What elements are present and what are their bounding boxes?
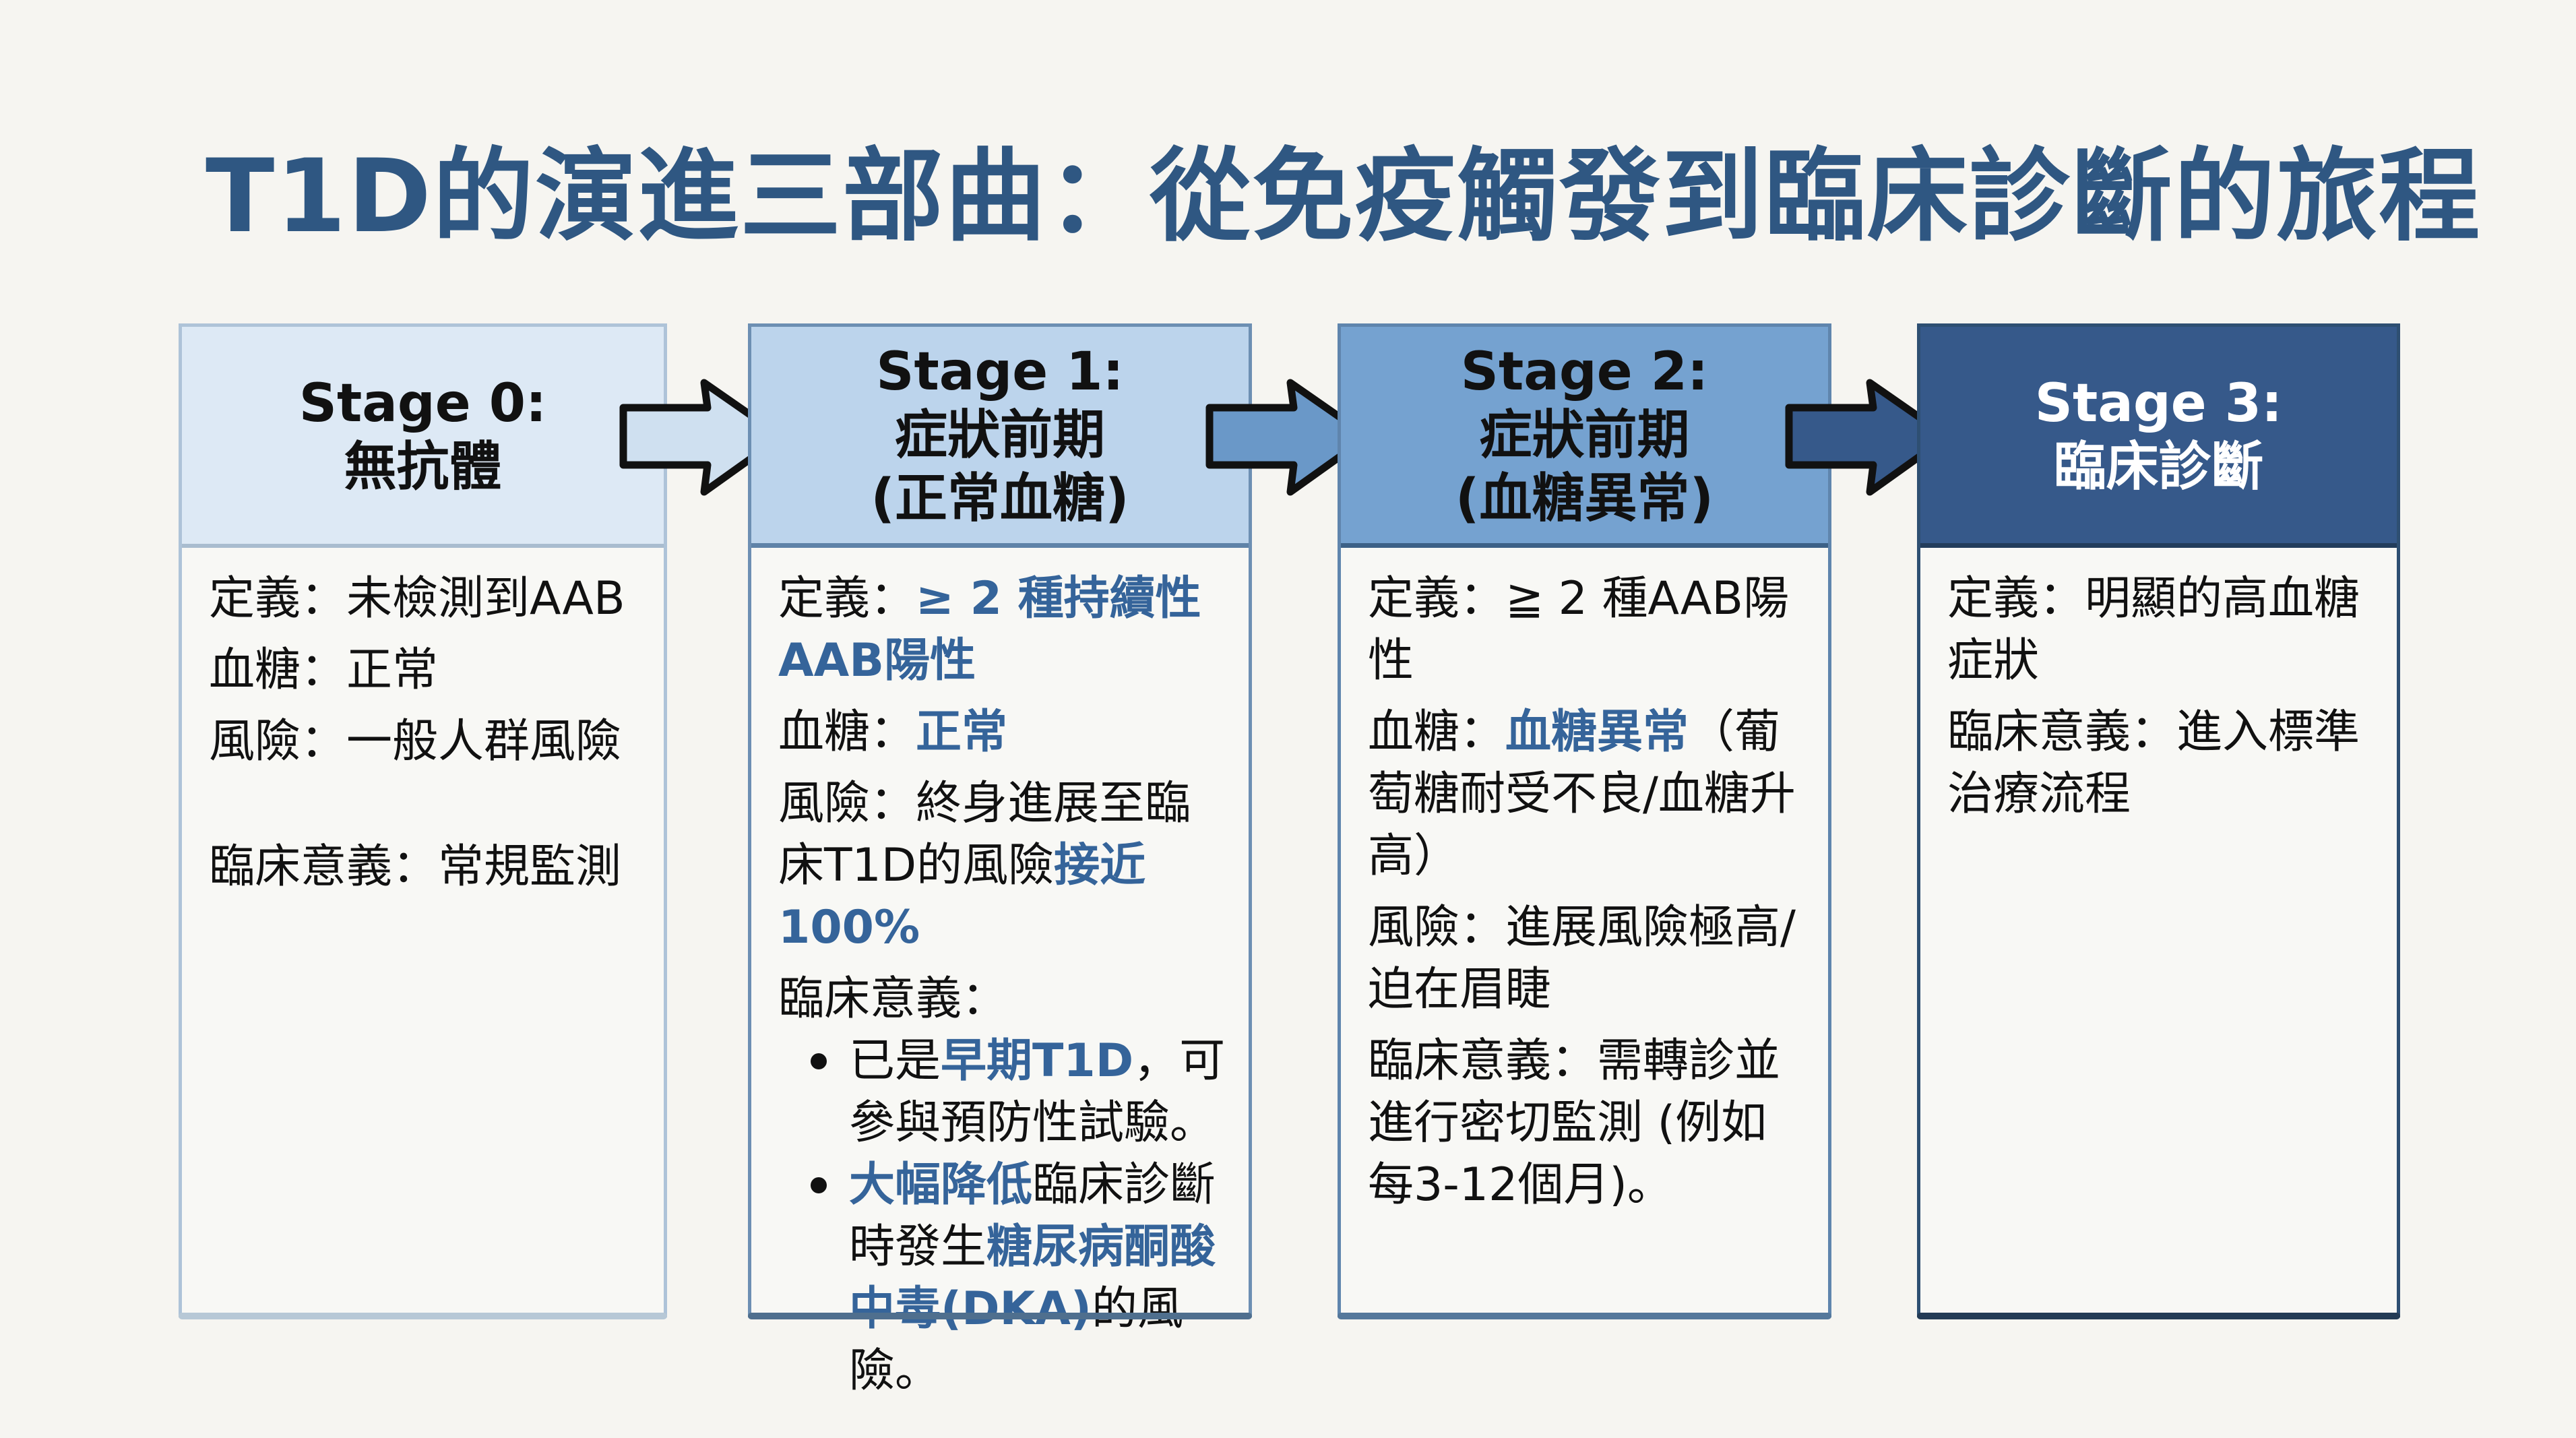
stage-1-bullet-1: 已是早期T1D，可參與預防性試驗。 — [778, 1030, 1228, 1154]
page-title: T1D的演進三部曲：從免疫觸發到臨床診斷的旅程 — [206, 138, 2482, 255]
bullet-highlight: 早期T1D — [941, 1034, 1134, 1088]
bullet-icon — [811, 1053, 827, 1069]
glucose-key: 血糖： — [778, 706, 916, 759]
bullet-text: 已是 — [849, 1034, 941, 1088]
stage-0-risk: 風險：一般人群風險 — [209, 711, 643, 773]
stage-0-card: Stage 0: 無抗體 定義：未檢測到AAB 血糖：正常 風險：一般人群風險 … — [179, 323, 667, 1319]
stage-2-clinical: 臨床意義：需轉診並進行密切監測 (例如每3-12個月)。 — [1368, 1030, 1808, 1216]
glucose-key: 血糖： — [1368, 706, 1506, 759]
stage-2-subtitle: 症狀前期 — [1479, 404, 1690, 466]
stage-2-body: 定義：≧ 2 種AAB陽性 血糖：血糖異常（葡萄糖耐受不良/血糖升高） 風險：進… — [1341, 548, 1828, 1314]
definition-key: 定義： — [1368, 572, 1506, 625]
stage-1-glucose: 血糖：正常 — [778, 701, 1228, 763]
stage-3-clinical: 臨床意義：進入標準治療流程 — [1947, 701, 2377, 825]
stage-2-risk: 風險：進展風險極高/迫在眉睫 — [1368, 897, 1808, 1021]
stage-0-subtitle: 無抗體 — [344, 437, 502, 497]
risk-key: 風險： — [1368, 901, 1506, 954]
stage-3-subtitle: 臨床診斷 — [2053, 436, 2264, 497]
stage-1-subtitle-paren: (正常血糖) — [871, 468, 1129, 529]
clinical-key: 臨床意義： — [209, 840, 439, 894]
stage-2-subtitle-paren: (血糖異常) — [1455, 468, 1714, 529]
risk-value-highlight: 接近100% — [778, 839, 1146, 954]
definition-value-highlight: ≥ 2 種持續性AAB陽性 — [778, 572, 1201, 687]
right-arrow-icon — [619, 377, 788, 499]
risk-value: 進展風險極高/迫在眉睫 — [1368, 901, 1796, 1016]
clinical-value: 需轉診並進行密切監測 (例如每3-12個月)。 — [1368, 1034, 1781, 1212]
stage-1-header: Stage 1: 症狀前期 (正常血糖) — [751, 327, 1249, 548]
definition-key: 定義： — [1947, 572, 2085, 625]
definition-value: ≧ 2 種AAB陽性 — [1368, 572, 1790, 687]
stage-3-header: Stage 3: 臨床診斷 — [1920, 327, 2397, 548]
stage-0-body: 定義：未檢測到AAB 血糖：正常 風險：一般人群風險 臨床意義：常規監測 — [182, 548, 664, 1314]
risk-key: 風險： — [778, 777, 916, 830]
stage-3-bottom-edge — [1917, 1313, 2400, 1319]
glucose-value: （葡萄糖耐受不良/血糖升高） — [1368, 706, 1796, 883]
stage-3-card: Stage 3: 臨床診斷 定義：明顯的高血糖症狀 臨床意義：進入標準治療流程 — [1917, 323, 2400, 1319]
definition-key: 定義： — [209, 572, 347, 625]
bullet-text: 的風險。 — [849, 1282, 1183, 1398]
stage-1-bullet-2: 大幅降低臨床診斷時發生糖尿病酮酸中毒(DKA)的風險。 — [778, 1154, 1228, 1402]
stage-2-bottom-edge — [1338, 1313, 1831, 1319]
stage-1-card: Stage 1: 症狀前期 (正常血糖) 定義：≥ 2 種持續性AAB陽性 血糖… — [748, 323, 1252, 1398]
right-arrow-icon — [1205, 377, 1375, 499]
stage-1-clinical-key: 臨床意義： — [778, 972, 1008, 1026]
risk-key: 風險： — [209, 715, 347, 768]
definition-value: 未檢測到AAB — [346, 572, 625, 625]
clinical-value: 進入標準治療流程 — [1947, 706, 2360, 821]
stage-2-card: Stage 2: 症狀前期 (血糖異常) 定義：≧ 2 種AAB陽性 血糖：血糖… — [1338, 323, 1831, 1319]
glucose-key: 血糖： — [209, 644, 347, 697]
definition-key: 定義： — [778, 572, 916, 625]
stage-3-body: 定義：明顯的高血糖症狀 臨床意義：進入標準治療流程 — [1920, 548, 2397, 1314]
bullet-text: ，可參與預防性試驗。 — [849, 1034, 1226, 1150]
clinical-key: 臨床意義： — [1947, 706, 2177, 759]
glucose-value-highlight: 正常 — [916, 706, 1008, 759]
bullet-icon — [811, 1177, 827, 1193]
stage-3-label: Stage 3: — [2034, 373, 2283, 434]
right-arrow-icon — [1785, 377, 1954, 499]
stage-0-glucose: 血糖：正常 — [209, 639, 643, 701]
stage-1-label: Stage 1: — [876, 341, 1124, 402]
risk-value: 一般人群風險 — [346, 715, 622, 768]
stage-0-clinical: 臨床意義：常規監測 — [209, 836, 643, 898]
stage-0-label: Stage 0: — [299, 373, 547, 434]
glucose-value: 正常 — [346, 644, 439, 697]
stage-2-header: Stage 2: 症狀前期 (血糖異常) — [1341, 327, 1828, 548]
stage-2-glucose: 血糖：血糖異常（葡萄糖耐受不良/血糖升高） — [1368, 701, 1808, 887]
stage-1-definition: 定義：≥ 2 種持續性AAB陽性 — [778, 568, 1228, 692]
definition-value: 明顯的高血糖症狀 — [1947, 572, 2360, 687]
bullet-highlight: 大幅降低 — [849, 1158, 1033, 1212]
stage-0-bottom-edge — [179, 1313, 667, 1319]
stage-2-definition: 定義：≧ 2 種AAB陽性 — [1368, 568, 1808, 692]
clinical-value: 常規監測 — [438, 840, 622, 894]
stage-2-label: Stage 2: — [1460, 341, 1709, 402]
stage-1-bottom-edge — [748, 1313, 1252, 1319]
bullet-highlight: 糖尿病酮酸中毒(DKA) — [849, 1220, 1216, 1336]
stage-3-definition: 定義：明顯的高血糖症狀 — [1947, 568, 2377, 692]
bullet-text: 臨床診斷時發生 — [849, 1158, 1216, 1274]
stage-0-definition: 定義：未檢測到AAB — [209, 568, 643, 630]
stage-1-subtitle: 症狀前期 — [894, 404, 1105, 466]
stage-0-header: Stage 0: 無抗體 — [182, 327, 664, 548]
stage-1-risk: 風險：終身進展至臨床T1D的風險接近100% — [778, 773, 1228, 959]
clinical-key: 臨床意義： — [1368, 1034, 1598, 1088]
risk-value: 終身進展至臨床T1D的風險 — [778, 777, 1191, 892]
stage-1-body: 定義：≥ 2 種持續性AAB陽性 血糖：正常 風險：終身進展至臨床T1D的風險接… — [751, 548, 1249, 1398]
glucose-value-highlight: 血糖異常 — [1505, 706, 1689, 759]
